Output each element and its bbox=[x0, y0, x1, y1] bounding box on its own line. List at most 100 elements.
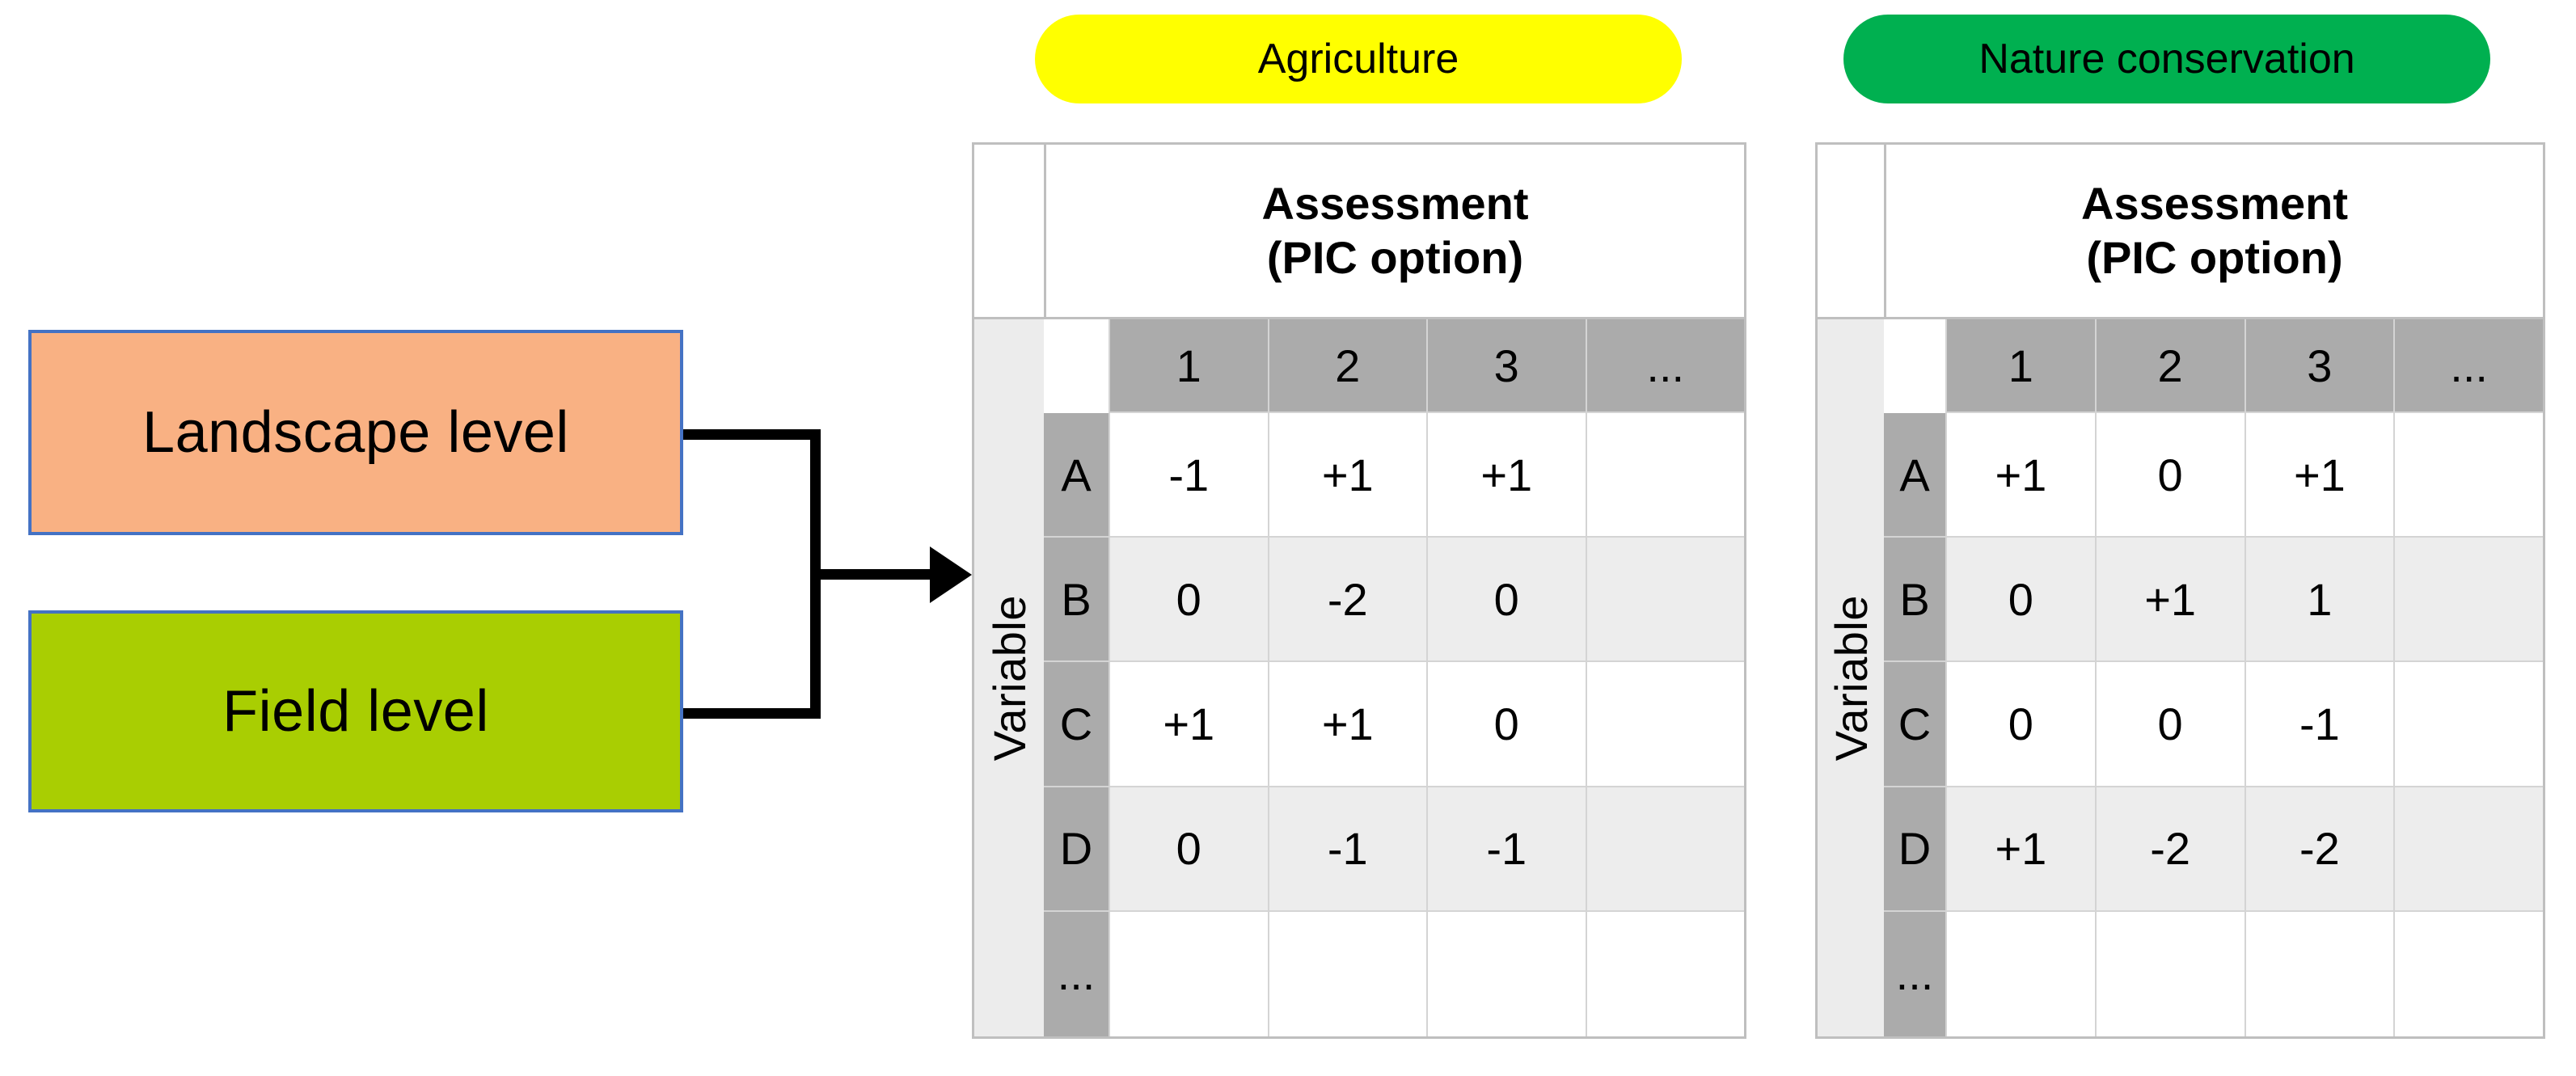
nature-conservation-pill[interactable]: Nature conservation bbox=[1843, 15, 2490, 103]
field-level-label: Field level bbox=[222, 679, 489, 744]
agriculture-cell-a-1: -1 bbox=[1110, 413, 1269, 538]
agriculture-pill-label: Agriculture bbox=[1257, 36, 1459, 82]
nature-header-corner bbox=[1818, 145, 1886, 319]
agriculture-row-label-b: B bbox=[1044, 538, 1110, 663]
table-row: B 0 -2 0 bbox=[1044, 538, 1744, 663]
agriculture-cell-c-3: 0 bbox=[1428, 662, 1587, 787]
table-row: B 0 +1 1 bbox=[1884, 538, 2543, 663]
agriculture-cell-b-1: 0 bbox=[1110, 538, 1269, 663]
nature-cell-a-more bbox=[2395, 413, 2543, 538]
table-row: ... bbox=[1044, 911, 1745, 1037]
agriculture-option-header-3: 3 bbox=[1428, 319, 1587, 413]
nature-conservation-pill-label: Nature conservation bbox=[1978, 36, 2355, 82]
agriculture-cell-a-2: +1 bbox=[1269, 413, 1428, 538]
nature-option-corner bbox=[1884, 319, 1947, 413]
agriculture-row-label-d: D bbox=[1044, 787, 1110, 912]
nature-row-label-more: ... bbox=[1884, 911, 1947, 1037]
agriculture-assessment-line2: (PIC option) bbox=[1266, 231, 1524, 283]
agriculture-pill[interactable]: Agriculture bbox=[1035, 15, 1682, 103]
nature-row-label-d: D bbox=[1884, 787, 1947, 912]
nature-variable-label: Variable bbox=[1825, 594, 1877, 762]
agriculture-cell-d-1: 0 bbox=[1110, 787, 1269, 912]
nature-assessment-title: Assessment (PIC option) bbox=[1886, 145, 2543, 319]
nature-row-label-b: B bbox=[1884, 538, 1947, 663]
agriculture-assessment-line1: Assessment bbox=[1261, 178, 1529, 230]
agriculture-cell-b-2: -2 bbox=[1269, 538, 1428, 663]
nature-row-label-a: A bbox=[1884, 413, 1947, 538]
nature-option-header-2: 2 bbox=[2096, 319, 2246, 413]
agriculture-option-header-1: 1 bbox=[1110, 319, 1269, 413]
table-row: C +1 +1 0 bbox=[1044, 662, 1744, 787]
table-row: D +1 -2 -2 bbox=[1884, 787, 2543, 912]
table-row: A -1 +1 +1 bbox=[1044, 413, 1744, 538]
agriculture-header-corner bbox=[974, 145, 1046, 319]
nature-table-header: Assessment (PIC option) bbox=[1818, 145, 2543, 319]
agriculture-option-header-row: 1 2 3 ... bbox=[1044, 319, 1744, 413]
agriculture-matrix-table: Assessment (PIC option) Variable 1 2 3 .… bbox=[972, 142, 1746, 1039]
nature-cell-d-more bbox=[2395, 787, 2543, 912]
table-row: A +1 0 +1 bbox=[1884, 413, 2543, 538]
landscape-level-label: Landscape level bbox=[142, 400, 569, 465]
nature-cell-c-1: 0 bbox=[1947, 662, 2097, 787]
nature-assessment-line1: Assessment bbox=[2081, 178, 2348, 230]
agriculture-option-header-more: ... bbox=[1586, 319, 1744, 413]
nature-cell-more-more bbox=[2395, 912, 2543, 1036]
nature-option-header-3: 3 bbox=[2245, 319, 2396, 413]
agriculture-cell-c-more bbox=[1586, 662, 1744, 787]
agriculture-row-label-more: ... bbox=[1044, 911, 1110, 1037]
nature-cell-b-3: 1 bbox=[2245, 538, 2396, 663]
agriculture-cell-a-more bbox=[1586, 413, 1744, 538]
nature-assessment-line2: (PIC option) bbox=[2086, 231, 2343, 283]
agriculture-cell-b-more bbox=[1586, 538, 1744, 663]
table-row: D 0 -1 -1 bbox=[1044, 787, 1744, 912]
nature-cell-b-1: 0 bbox=[1947, 538, 2097, 663]
agriculture-table-header: Assessment (PIC option) bbox=[974, 145, 1744, 319]
nature-cell-b-more bbox=[2395, 538, 2543, 663]
nature-cell-a-2: 0 bbox=[2096, 413, 2246, 538]
agriculture-cell-more-2 bbox=[1269, 911, 1428, 1037]
agriculture-row-label-c: C bbox=[1044, 662, 1110, 787]
agriculture-variable-label: Variable bbox=[983, 594, 1035, 762]
agriculture-row-label-a: A bbox=[1044, 413, 1110, 538]
nature-cell-more-1 bbox=[1947, 911, 2097, 1037]
agriculture-cell-d-more bbox=[1586, 787, 1744, 912]
nature-variable-spine: Variable bbox=[1818, 319, 1884, 1036]
agriculture-option-header-2: 2 bbox=[1269, 319, 1428, 413]
nature-option-header-1: 1 bbox=[1947, 319, 2097, 413]
agriculture-cell-c-1: +1 bbox=[1110, 662, 1269, 787]
agriculture-grid: 1 2 3 ... A -1 +1 +1 B 0 -2 0 C + bbox=[1044, 319, 1745, 1037]
nature-row-label-c: C bbox=[1884, 662, 1947, 787]
agriculture-assessment-title: Assessment (PIC option) bbox=[1046, 145, 1744, 319]
agriculture-cell-d-3: -1 bbox=[1428, 787, 1587, 912]
nature-cell-c-3: -1 bbox=[2245, 662, 2396, 787]
nature-cell-c-more bbox=[2395, 662, 2543, 787]
agriculture-cell-more-3 bbox=[1428, 911, 1587, 1037]
nature-table-body: Variable 1 2 3 ... A +1 0 +1 B 0 +1 1 bbox=[1818, 319, 2543, 1037]
landscape-level-box[interactable]: Landscape level bbox=[28, 330, 683, 535]
connector-line-bottom bbox=[683, 708, 821, 719]
agriculture-cell-d-2: -1 bbox=[1269, 787, 1428, 912]
table-row: ... bbox=[1884, 911, 2543, 1037]
field-level-box[interactable]: Field level bbox=[28, 610, 683, 812]
nature-cell-more-3 bbox=[2246, 911, 2396, 1037]
agriculture-cell-more-more bbox=[1587, 912, 1745, 1036]
nature-option-header-row: 1 2 3 ... bbox=[1884, 319, 2543, 413]
nature-cell-d-3: -2 bbox=[2245, 787, 2396, 912]
agriculture-cell-c-2: +1 bbox=[1269, 662, 1428, 787]
connector-line-top bbox=[683, 429, 821, 440]
nature-cell-d-1: +1 bbox=[1947, 787, 2097, 912]
nature-cell-d-2: -2 bbox=[2096, 787, 2246, 912]
nature-cell-a-3: +1 bbox=[2245, 413, 2396, 538]
nature-conservation-matrix-table: Assessment (PIC option) Variable 1 2 3 .… bbox=[1815, 142, 2545, 1039]
nature-option-header-more: ... bbox=[2395, 319, 2543, 413]
agriculture-option-corner bbox=[1044, 319, 1110, 413]
agriculture-table-body: Variable 1 2 3 ... A -1 +1 +1 B 0 -2 0 bbox=[974, 319, 1745, 1037]
arrow-right-icon bbox=[930, 546, 972, 603]
nature-cell-more-2 bbox=[2097, 911, 2246, 1037]
table-row: C 0 0 -1 bbox=[1884, 662, 2543, 787]
nature-grid: 1 2 3 ... A +1 0 +1 B 0 +1 1 C 0 bbox=[1884, 319, 2543, 1037]
nature-cell-c-2: 0 bbox=[2096, 662, 2246, 787]
connector-arrow-shaft bbox=[810, 569, 940, 580]
agriculture-variable-spine: Variable bbox=[974, 319, 1044, 1036]
agriculture-cell-more-1 bbox=[1110, 911, 1269, 1037]
